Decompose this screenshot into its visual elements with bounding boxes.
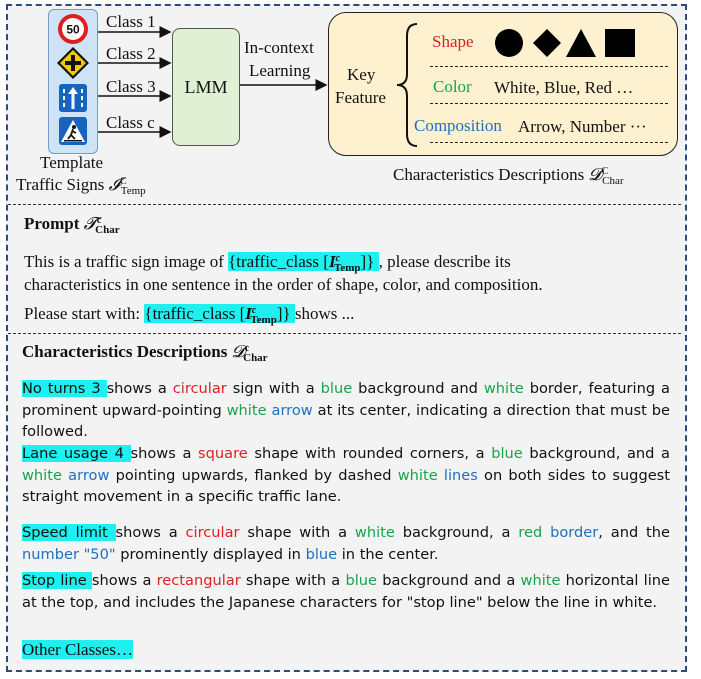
description-stop-line: Stop line shows a rectangular shape with… xyxy=(22,572,670,611)
lmm-label: LMM xyxy=(184,76,228,97)
composition-label: Composition xyxy=(414,116,502,135)
circle-shape-icon xyxy=(495,29,523,57)
color-label: Color xyxy=(433,77,472,96)
speed-limit-sign-icon: 50 xyxy=(58,14,88,44)
prompt-line-3: Please start with: {traffic_class [IcTem… xyxy=(24,304,355,326)
lmm-box: LMM xyxy=(172,28,240,146)
feature-divider-1 xyxy=(430,66,668,67)
class-name-lane-usage: Lane usage 4 xyxy=(22,445,131,462)
description-lane-usage: Lane usage 4 shows a square shape with r… xyxy=(22,445,671,505)
square-shape-icon xyxy=(605,29,635,57)
description-speed-limit: Speed limit shows a circular shape with … xyxy=(22,524,671,563)
class-arrows xyxy=(98,26,172,138)
char-desc-caption: Characteristics Descriptions 𝓓CChar xyxy=(393,165,624,187)
template-caption-line2: Traffic Signs 𝓘CTemp xyxy=(16,175,146,197)
prompt-placeholder-1: {traffic_class [IcTemp]} xyxy=(228,252,379,274)
description-no-turns: No turns 3 shows a circular sign with a … xyxy=(22,380,671,440)
speed-limit-value: 50 xyxy=(66,23,80,37)
diamond-shape-icon xyxy=(533,29,561,57)
shape-label: Shape xyxy=(432,32,474,51)
template-caption-line1: Template xyxy=(40,153,104,172)
prompt-line-2: characteristics in one sentence in the o… xyxy=(24,275,543,294)
class-label-1: Class 1 xyxy=(106,12,156,31)
class-label-2: Class 2 xyxy=(106,44,156,63)
key-feature-label-1: Key xyxy=(347,65,376,84)
in-context-arrow xyxy=(240,79,328,91)
key-feature-label-2: Feature xyxy=(335,88,386,107)
class-name-speed-limit: Speed limit xyxy=(22,524,116,541)
other-classes: Other Classes… xyxy=(22,640,133,659)
in-context-label-2: Learning xyxy=(249,61,311,80)
prompt-title: Prompt 𝓣cChar xyxy=(24,214,120,236)
class-label-3: Class 3 xyxy=(106,77,156,96)
shape-icons xyxy=(495,29,635,57)
lane-usage-sign-icon xyxy=(59,84,87,112)
descriptions-title: Characteristics Descriptions 𝓓cChar xyxy=(22,342,268,364)
composition-values: Arrow, Number ··· xyxy=(518,117,647,136)
feature-divider-2 xyxy=(430,103,668,104)
pedestrian-crossing-sign-icon xyxy=(59,117,87,145)
class-name-no-turns: No turns 3 xyxy=(22,380,107,397)
prompt-placeholder-2: {traffic_class [IcTemp]} xyxy=(144,304,295,326)
prompt-line-1: This is a traffic sign image of {traffic… xyxy=(24,252,511,274)
curly-brace xyxy=(396,23,418,147)
separator-1 xyxy=(8,204,681,205)
class-label-c: Class c xyxy=(106,113,155,132)
feature-divider-3 xyxy=(430,142,668,143)
color-values: White, Blue, Red … xyxy=(494,78,634,97)
priority-road-sign-icon xyxy=(57,47,89,79)
separator-2 xyxy=(8,333,681,334)
in-context-label-1: In-context xyxy=(244,38,314,57)
triangle-shape-icon xyxy=(566,29,596,57)
class-name-stop-line: Stop line xyxy=(22,572,92,589)
